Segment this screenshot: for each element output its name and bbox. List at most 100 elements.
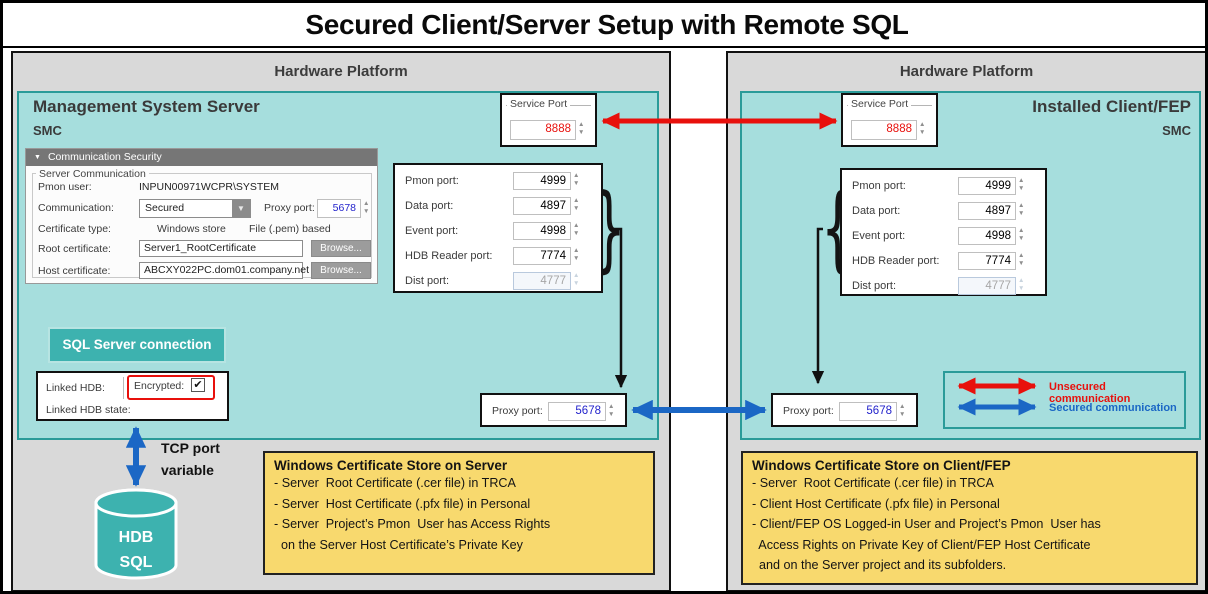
encrypted-label: Encrypted: (134, 380, 185, 392)
dist-port-spinner: 4777▲▼ (958, 277, 1028, 295)
root-browse-button[interactable]: Browse... (311, 240, 371, 257)
spinner-down-icon: ▼ (1018, 285, 1025, 292)
linked-hdb-label: Linked HDB: (46, 382, 105, 394)
hdb-reader-port-label: HDB Reader port: (852, 255, 940, 267)
left-service-port-group: Service Port 8888 ▲▼ (500, 93, 597, 147)
communication-dropdown[interactable]: Secured ▼ (139, 199, 251, 218)
communication-label: Communication: (38, 202, 114, 214)
right-service-port-value[interactable]: 8888 (851, 120, 917, 140)
spinner-down-icon[interactable]: ▼ (1018, 235, 1025, 242)
dist-port-value: 4777 (958, 277, 1016, 295)
client-cert-note: Windows Certificate Store on Client/FEP … (741, 451, 1198, 585)
data-port-value[interactable]: 4897 (958, 202, 1016, 220)
spinner-up-icon[interactable]: ▲ (573, 197, 580, 204)
sql-server-connection-button[interactable]: SQL Server connection (48, 327, 226, 363)
spinner-down-icon[interactable]: ▼ (573, 205, 580, 212)
right-platform-header: Hardware Platform (899, 63, 1034, 80)
collapse-icon[interactable]: ▼ (34, 154, 41, 161)
spinner-up-icon[interactable]: ▲ (1018, 202, 1025, 209)
spinner-down-icon[interactable]: ▼ (363, 207, 370, 215)
spinner-down-icon[interactable]: ▼ (573, 180, 580, 187)
spinner-up-icon[interactable]: ▲ (1018, 177, 1025, 184)
spinner-down-icon[interactable]: ▼ (608, 410, 615, 418)
root-certificate-input[interactable]: Server1_RootCertificate (139, 240, 303, 257)
spinner-up-icon[interactable]: ▲ (1018, 252, 1025, 259)
dist-port-label: Dist port: (852, 280, 897, 292)
event-port-value[interactable]: 4998 (958, 227, 1016, 245)
host-browse-button[interactable]: Browse... (311, 262, 371, 279)
encrypted-checkbox[interactable]: ✔ (191, 378, 205, 392)
pmon-port-spinner[interactable]: 4999▲▼ (513, 172, 583, 190)
event-port-label: Event port: (405, 225, 459, 237)
pmon-port-spinner[interactable]: 4999▲▼ (958, 177, 1028, 195)
left-service-port-value[interactable]: 8888 (510, 120, 576, 140)
server-cert-note: Windows Certificate Store on Server - Se… (263, 451, 655, 575)
spinner-down-icon[interactable]: ▼ (578, 129, 585, 136)
dialog-proxy-port-label: Proxy port: (264, 202, 315, 214)
spinner-up-icon[interactable]: ▲ (578, 121, 585, 128)
radio-file-pem-label: File (.pem) based (249, 223, 331, 235)
note-line: - Client/FEP OS Logged-in User and Proje… (752, 517, 1101, 531)
spinner-down-icon[interactable]: ▼ (1018, 185, 1025, 192)
dialog-proxy-port-value[interactable]: 5678 (317, 199, 361, 218)
hdb-reader-port-spinner[interactable]: 7774▲▼ (513, 247, 583, 265)
spinner-down-icon[interactable]: ▼ (1018, 210, 1025, 217)
left-proxy-port-spinner[interactable]: 5678▲▼ (548, 402, 618, 421)
host-certificate-input[interactable]: ABCXY022PC.dom01.company.net (139, 262, 309, 279)
event-port-value[interactable]: 4998 (513, 222, 571, 240)
legend-box: Unsecured communication Secured communic… (943, 371, 1186, 429)
data-port-spinner[interactable]: 4897▲▼ (958, 202, 1028, 220)
legend-secured-label: Secured communication (1049, 402, 1177, 414)
spinner-up-icon[interactable]: ▲ (608, 402, 615, 410)
installed-client-fep-title: Installed Client/FEP (1032, 97, 1191, 116)
hdb-reader-port-spinner[interactable]: 7774▲▼ (958, 252, 1028, 270)
proxy-port-label: Proxy port: (492, 405, 543, 417)
spinner-down-icon[interactable]: ▼ (899, 410, 906, 418)
hdb-reader-port-value[interactable]: 7774 (513, 247, 571, 265)
right-proxy-port-box: Proxy port: 5678▲▼ (771, 393, 918, 427)
left-service-port-spinner[interactable]: 8888 ▲▼ (510, 120, 588, 140)
left-proxy-port-value[interactable]: 5678 (548, 402, 606, 421)
spinner-up-icon[interactable]: ▲ (919, 121, 926, 128)
management-system-server-title: Management System Server (33, 97, 260, 116)
radio-windows-store-label: Windows store (157, 223, 226, 235)
spinner-up-icon: ▲ (1018, 277, 1025, 284)
spinner-up-icon[interactable]: ▲ (1018, 227, 1025, 234)
data-port-label: Data port: (852, 205, 901, 217)
spinner-up-icon[interactable]: ▲ (573, 172, 580, 179)
spinner-up-icon[interactable]: ▲ (573, 247, 580, 254)
note-line: Access Rights on Private Key of Client/F… (752, 537, 1091, 552)
right-service-port-spinner[interactable]: 8888 ▲▼ (851, 120, 929, 140)
dialog-proxy-port-spinner[interactable]: 5678 ▲▼ (317, 199, 373, 218)
event-port-spinner[interactable]: 4998▲▼ (958, 227, 1028, 245)
right-proxy-port-value[interactable]: 5678 (839, 402, 897, 421)
hdb-reader-port-value[interactable]: 7774 (958, 252, 1016, 270)
server-communication-label: Server Communication (36, 168, 149, 180)
linked-hdb-state-label: Linked HDB state: (46, 404, 131, 416)
pmon-port-value[interactable]: 4999 (958, 177, 1016, 195)
right-proxy-port-spinner[interactable]: 5678▲▼ (839, 402, 909, 421)
management-smc-label: SMC (33, 123, 62, 138)
spinner-down-icon[interactable]: ▼ (1018, 260, 1025, 267)
data-port-value[interactable]: 4897 (513, 197, 571, 215)
spinner-down-icon[interactable]: ▼ (919, 129, 926, 136)
page-title: Secured Client/Server Setup with Remote … (305, 9, 909, 40)
spinner-up-icon[interactable]: ▲ (573, 222, 580, 229)
host-certificate-label: Host certificate: (38, 265, 111, 277)
data-port-spinner[interactable]: 4897▲▼ (513, 197, 583, 215)
pmon-port-value[interactable]: 4999 (513, 172, 571, 190)
spinner-down-icon[interactable]: ▼ (573, 255, 580, 262)
note-line: - Server Project’s Pmon User has Access … (274, 517, 551, 531)
left-ports-box: Pmon port: 4999▲▼ Data port: 4897▲▼ Even… (393, 163, 603, 293)
spinner-up-icon[interactable]: ▲ (363, 199, 370, 207)
right-service-port-label: Service Port (848, 98, 912, 110)
database-label-line1: HDB (119, 529, 154, 546)
database-label-line2: SQL (120, 554, 153, 571)
hdb-reader-port-label: HDB Reader port: (405, 250, 493, 262)
spinner-down-icon[interactable]: ▼ (573, 230, 580, 237)
dropdown-arrow-icon[interactable]: ▼ (232, 200, 250, 217)
server-cert-note-title: Windows Certificate Store on Server (274, 458, 508, 473)
spinner-up-icon[interactable]: ▲ (899, 402, 906, 410)
event-port-spinner[interactable]: 4998▲▼ (513, 222, 583, 240)
